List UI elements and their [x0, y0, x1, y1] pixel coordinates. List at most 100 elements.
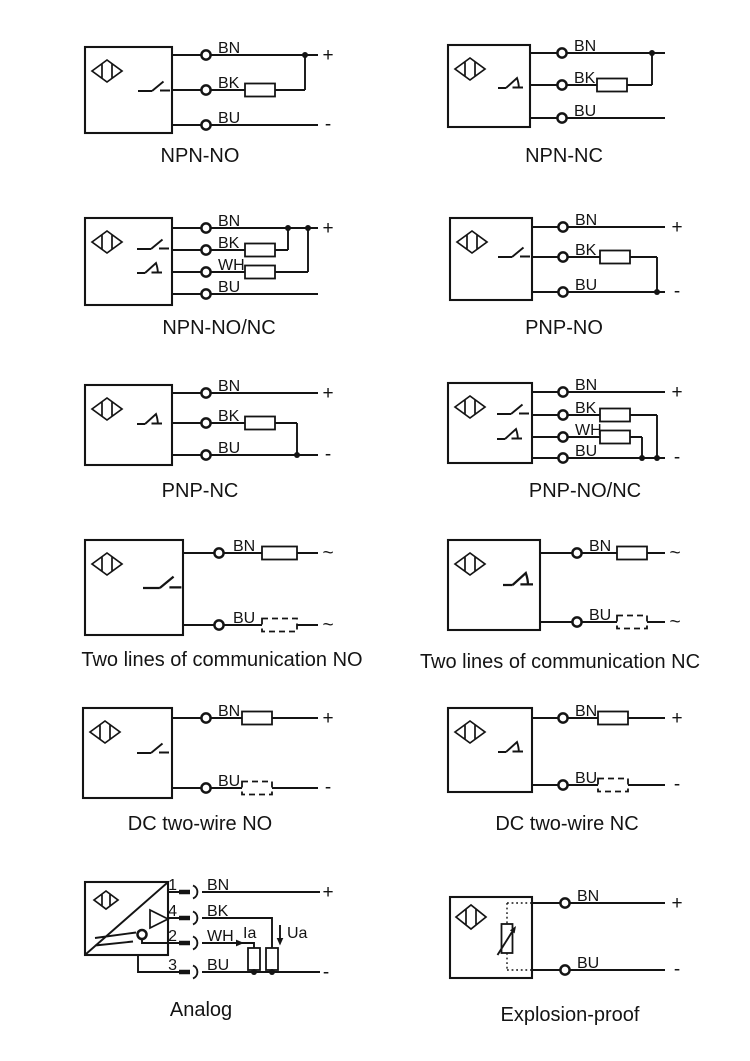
terminal-circle	[557, 386, 569, 398]
sensor-box	[446, 381, 534, 465]
minus-sign: -	[674, 447, 680, 468]
terminal-circle	[213, 547, 225, 559]
terminal-circle	[557, 779, 569, 791]
wire-label: BU	[575, 443, 597, 460]
proximity-sensor-icon	[453, 394, 487, 420]
diagram-npn-no: BN BK BU + - NPN-NO	[83, 40, 334, 167]
plus-sign: +	[671, 708, 682, 729]
resistor	[241, 710, 273, 726]
diagram-title: Explosion-proof	[501, 1004, 640, 1026]
wire-label: BN	[207, 877, 229, 894]
wire-label: WH	[218, 257, 245, 274]
proximity-sensor-icon	[453, 56, 487, 82]
wire-label: BK	[218, 75, 240, 92]
switch-no-icon	[137, 742, 169, 754]
wires	[530, 52, 665, 119]
resistor-dashed	[261, 617, 298, 633]
wire-label: BN	[218, 213, 240, 230]
plus-sign: +	[322, 708, 333, 729]
wires	[172, 227, 318, 295]
wire-label: BU	[218, 440, 240, 457]
proximity-sensor-icon	[453, 551, 487, 577]
wire-label: BN	[589, 538, 611, 555]
junction-dot	[654, 289, 660, 295]
wire-label: BN	[218, 703, 240, 720]
resistor	[616, 545, 648, 561]
switch-nc-icon	[498, 76, 523, 89]
wire-label: BU	[233, 610, 255, 627]
terminal-circle	[557, 409, 569, 421]
resistor	[596, 77, 628, 93]
terminal-circle	[571, 547, 583, 559]
resistor-dashed	[241, 780, 273, 796]
current-arrow-icon	[236, 939, 244, 947]
sensor-box	[83, 45, 174, 135]
terminal-circle	[556, 47, 568, 59]
wire-label: BN	[574, 38, 596, 55]
pin-number: 2	[168, 928, 177, 945]
diagram-two-lines-nc: BN BU ~ ~ Two lines of communication NC	[420, 538, 700, 673]
diagram-title: Analog	[170, 999, 232, 1021]
sensor-box	[81, 706, 174, 800]
diagram-title: NPN-NO/NC	[162, 317, 275, 339]
wire-label: BK	[218, 235, 240, 252]
junction-dot	[305, 225, 311, 231]
terminal-circle	[200, 119, 212, 131]
sensor-box	[83, 383, 174, 467]
diagram-title: DC two-wire NO	[128, 813, 272, 835]
terminal-circle	[200, 712, 212, 724]
plus-sign: +	[671, 382, 682, 403]
switch-nc-icon	[503, 570, 534, 587]
resistor	[599, 429, 631, 445]
wire-label: BN	[218, 378, 240, 395]
terminal-circle	[556, 112, 568, 124]
proximity-sensor-icon	[90, 58, 124, 84]
amplifier-icon	[149, 908, 170, 930]
switch-nc-icon	[137, 261, 162, 274]
wire-label: BU	[577, 955, 599, 972]
sensor-box	[448, 895, 534, 980]
wire-label: BK	[207, 903, 229, 920]
switch-nc-icon	[497, 427, 522, 440]
wire-label: WH	[575, 422, 602, 439]
minus-sign: -	[325, 444, 331, 465]
proximity-sensor-icon	[92, 889, 120, 911]
plus-sign: +	[671, 217, 682, 238]
resistor	[599, 249, 631, 265]
sensor-box	[446, 43, 532, 129]
terminal-circle	[557, 712, 569, 724]
wires	[172, 717, 318, 789]
proximity-sensor-icon	[454, 903, 488, 931]
terminal-circle	[200, 84, 212, 96]
minus-sign: -	[674, 774, 680, 795]
wire-label: BN	[577, 888, 599, 905]
diagram-two-lines-no: BN BU ~ ~ Two lines of communication NO	[81, 538, 362, 671]
wire-label: BK	[574, 70, 596, 87]
resistor	[244, 264, 276, 280]
resistor	[244, 82, 276, 98]
resistor	[597, 710, 629, 726]
switch-no-icon	[498, 246, 530, 258]
wire-label: BU	[574, 103, 596, 120]
proximity-sensor-icon	[90, 551, 124, 577]
varistor-arrow-icon	[509, 926, 516, 934]
wire-label: BU	[218, 773, 240, 790]
resistor	[261, 545, 298, 561]
sensor-box	[83, 538, 185, 637]
terminal-circle	[200, 449, 212, 461]
proximity-sensor-icon	[453, 719, 487, 745]
wire-label: BU	[207, 957, 229, 974]
diagram-pnp-no-nc: BN BK WH BU + - PNP-NO/NC	[446, 377, 683, 502]
sensor-box	[448, 216, 534, 302]
ac-sign: ~	[669, 612, 680, 633]
switch-no-icon	[137, 238, 169, 250]
pin-number: 4	[168, 903, 177, 920]
diagram-title: NPN-NO	[161, 145, 240, 167]
diagram-explosion-proof: BN BU + - Explosion-proof	[448, 888, 683, 1026]
wire-label: BK	[575, 400, 597, 417]
voltage-label: Ua	[287, 925, 308, 942]
junction-dot	[639, 455, 645, 461]
junction-dot	[269, 969, 275, 975]
terminal-circle	[200, 244, 212, 256]
voltage-arrow-icon	[276, 938, 284, 946]
